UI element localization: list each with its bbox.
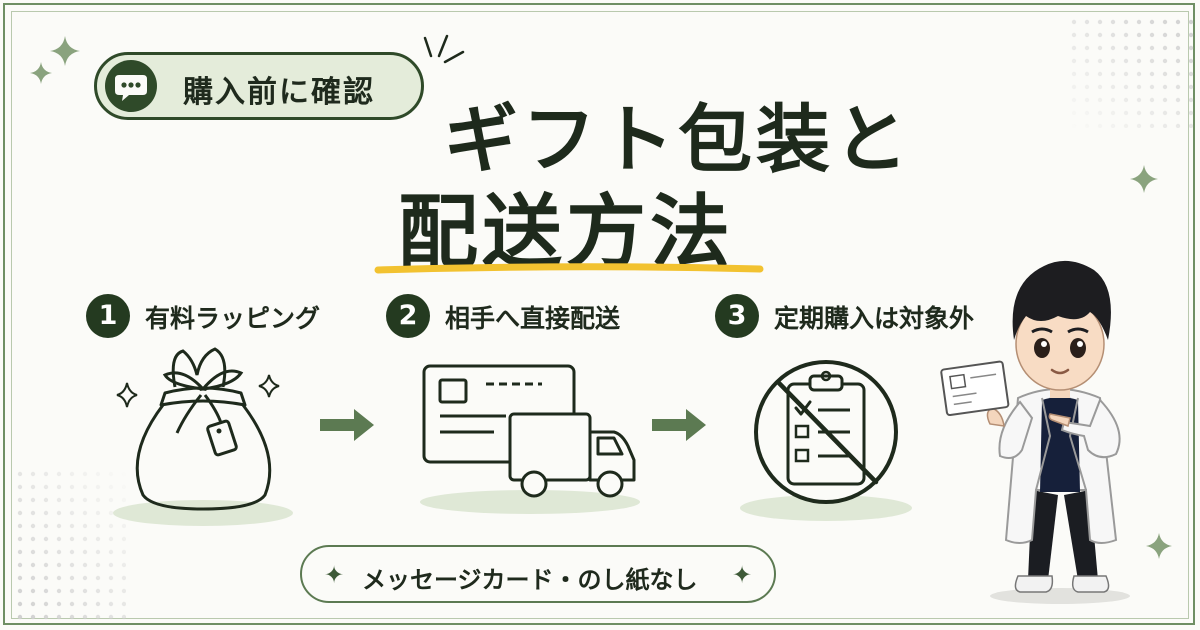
badge-label: 購入前に確認 [183, 75, 375, 110]
note-label: メッセージカード・のし紙なし [362, 566, 698, 594]
step-1-label: 有料ラッピング [145, 304, 321, 333]
confirm-before-purchase-badge: 購入前に確認 [94, 52, 424, 120]
arrow-right-icon [652, 409, 706, 441]
step-1-number: 1 [86, 294, 130, 338]
sparkle-icon [1146, 533, 1172, 559]
step-3-label: 定期購入は対象外 [774, 304, 975, 333]
dot-pattern-top-right [1070, 18, 1200, 128]
no-subscription-icon [740, 360, 912, 521]
sparkle-icon [1130, 165, 1158, 193]
step-2-label: 相手へ直接配送 [445, 304, 621, 333]
arrow-right-icon [320, 409, 374, 441]
title-underline [374, 263, 764, 274]
sparkle-icon [50, 36, 80, 66]
sparkle-icon [30, 62, 52, 84]
outer-frame [3, 3, 1195, 625]
emphasis-lines-icon [423, 34, 465, 64]
doctor-character-illustration [940, 260, 1130, 604]
step-2-number: 2 [386, 294, 430, 338]
delivery-truck-icon [420, 364, 640, 514]
dot-pattern-bottom-left [16, 470, 126, 620]
sparkle-icon: ✦ [732, 561, 753, 589]
inner-frame [11, 11, 1189, 619]
gift-bag-icon [113, 347, 293, 526]
sparkle-icon: ✦ [324, 561, 345, 589]
page-title-line1: ギフト包装と [444, 97, 912, 183]
step-3-number: 3 [715, 294, 759, 338]
no-message-card-note: ✦ メッセージカード・のし紙なし ✦ [300, 545, 776, 603]
chat-bubble-icon [105, 60, 157, 112]
